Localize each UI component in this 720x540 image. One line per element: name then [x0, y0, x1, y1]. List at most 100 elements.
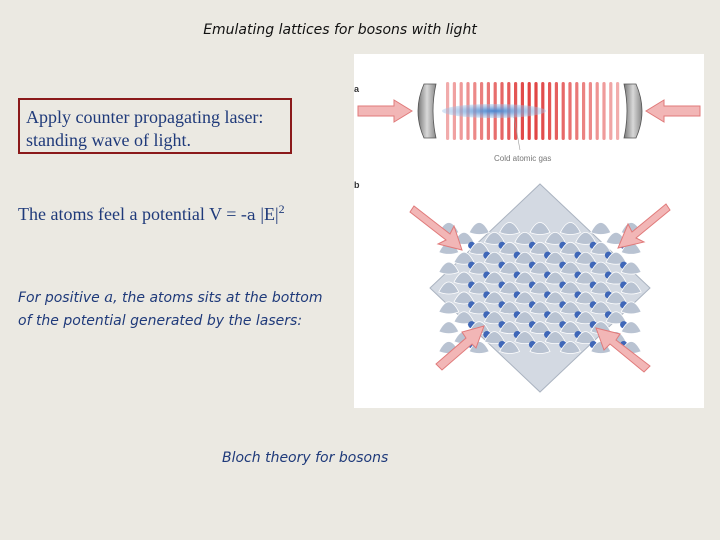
lattice-peak	[483, 291, 505, 305]
right-mirror-icon	[623, 83, 643, 139]
lattice-peak	[544, 331, 566, 344]
panel-label-b: b	[354, 180, 360, 190]
lattice-peak	[483, 311, 505, 325]
fringe-21	[588, 82, 592, 140]
lattice-peak	[620, 261, 642, 275]
fringe-17	[561, 82, 565, 140]
lattice-peak	[559, 222, 581, 235]
fringe-24	[609, 82, 613, 140]
potential-equation: The atoms feel a potential V = -a |E|2	[18, 202, 285, 225]
lattice-peak	[468, 261, 490, 275]
lattice-peak	[499, 241, 521, 255]
lattice-peak	[468, 241, 490, 255]
slide-title: Emulating lattices for bosons with light	[203, 22, 477, 38]
lattice-peak	[620, 301, 642, 315]
optical-lattice-figure: a b Cold atomic gas	[354, 54, 704, 408]
laser-arrow-bottom-left-icon	[435, 325, 485, 371]
potential-prefix: The atoms feel a potential V = -	[18, 204, 247, 224]
positive-rest: , the atoms sits at the bottom	[113, 290, 323, 306]
lattice-peak	[529, 301, 551, 315]
lattice-peak	[529, 261, 551, 275]
lattice-peak	[575, 251, 597, 265]
lattice-peak	[438, 281, 460, 295]
cold-gas-label: Cold atomic gas	[494, 154, 552, 163]
fringe-23	[602, 82, 606, 140]
bloch-theory-link: Bloch theory for bosons	[222, 450, 389, 466]
lattice-peak	[590, 261, 612, 275]
lattice-peak	[438, 261, 460, 275]
lattice-peak	[499, 301, 521, 315]
lattice-peak	[529, 341, 551, 354]
lattice-peak	[468, 301, 490, 315]
figure-graphic	[357, 82, 701, 393]
left-laser-arrow-icon	[357, 99, 413, 123]
lattice-peak	[559, 261, 581, 275]
lattice-peak	[514, 311, 536, 325]
lattice-peak	[499, 222, 521, 235]
lattice-peak	[529, 222, 551, 235]
gas-pointer-line	[513, 116, 521, 151]
lattice-peak	[499, 321, 521, 335]
lattice-peak	[575, 271, 597, 285]
lattice-peak	[514, 331, 536, 344]
lattice-peak	[438, 321, 460, 335]
lattice-peak	[483, 232, 505, 245]
lattice-peak	[605, 271, 627, 285]
lattice-peak	[468, 222, 490, 235]
lattice-peak	[605, 311, 627, 325]
lattice-peak	[620, 321, 642, 335]
lattice-peak	[453, 311, 475, 325]
lattice-peak	[575, 232, 597, 245]
fringe-16	[554, 82, 558, 140]
positive-line2: of the potential generated by the lasers…	[18, 313, 303, 329]
lattice-peak	[544, 271, 566, 285]
lattice-peak	[514, 232, 536, 245]
alpha-symbol-2: a	[104, 288, 114, 306]
lattice-peak	[453, 251, 475, 265]
fringe-15	[548, 82, 552, 140]
lattice-peak	[575, 331, 597, 344]
lattice-peak	[499, 341, 521, 354]
potential-suffix: |E|	[255, 204, 279, 224]
laser-text-line2: standing wave of light.	[26, 130, 191, 150]
lattice-peak	[483, 251, 505, 265]
lattice-peak	[544, 291, 566, 305]
lattice-peak	[605, 291, 627, 305]
lattice-peak	[559, 241, 581, 255]
lattice-peak	[499, 261, 521, 275]
left-mirror-icon	[417, 83, 437, 139]
lattice-peak	[514, 251, 536, 265]
lattice-peak	[544, 311, 566, 325]
potential-exponent: 2	[278, 202, 285, 216]
lattice-peak	[483, 331, 505, 344]
lattice-peak	[529, 281, 551, 295]
lattice-peak	[575, 291, 597, 305]
lattice-peak	[559, 321, 581, 335]
lattice-peak	[590, 301, 612, 315]
lattice-peak	[590, 241, 612, 255]
fringe-19	[575, 82, 579, 140]
laser-arrow-top-left-icon	[409, 205, 463, 251]
positive-alpha-text: For positive a, the atoms sits at the bo…	[18, 286, 322, 333]
positive-prefix: For positive	[18, 290, 105, 306]
lattice-surface	[429, 183, 651, 393]
lattice-peak	[468, 281, 490, 295]
lattice-peak	[453, 271, 475, 285]
lattice-peak	[438, 301, 460, 315]
alpha-symbol: a	[246, 206, 256, 224]
laser-text-line1: Apply counter propagating laser:	[26, 107, 264, 127]
lattice-peak	[483, 271, 505, 285]
lattice-laser-arrows	[409, 203, 671, 373]
lattice-peak	[529, 241, 551, 255]
lattice-peak	[620, 281, 642, 295]
fringe-18	[568, 82, 572, 140]
lattice-peak	[605, 251, 627, 265]
laser-text-box: Apply counter propagating laser: standin…	[18, 98, 292, 154]
lattice-peak	[590, 222, 612, 235]
lattice-peak	[575, 311, 597, 325]
laser-arrow-bottom-right-icon	[595, 327, 651, 373]
lattice-peak	[544, 251, 566, 265]
lattice-peak	[590, 281, 612, 295]
lattice-peak	[559, 341, 581, 354]
cold-gas-cloud	[442, 104, 546, 118]
